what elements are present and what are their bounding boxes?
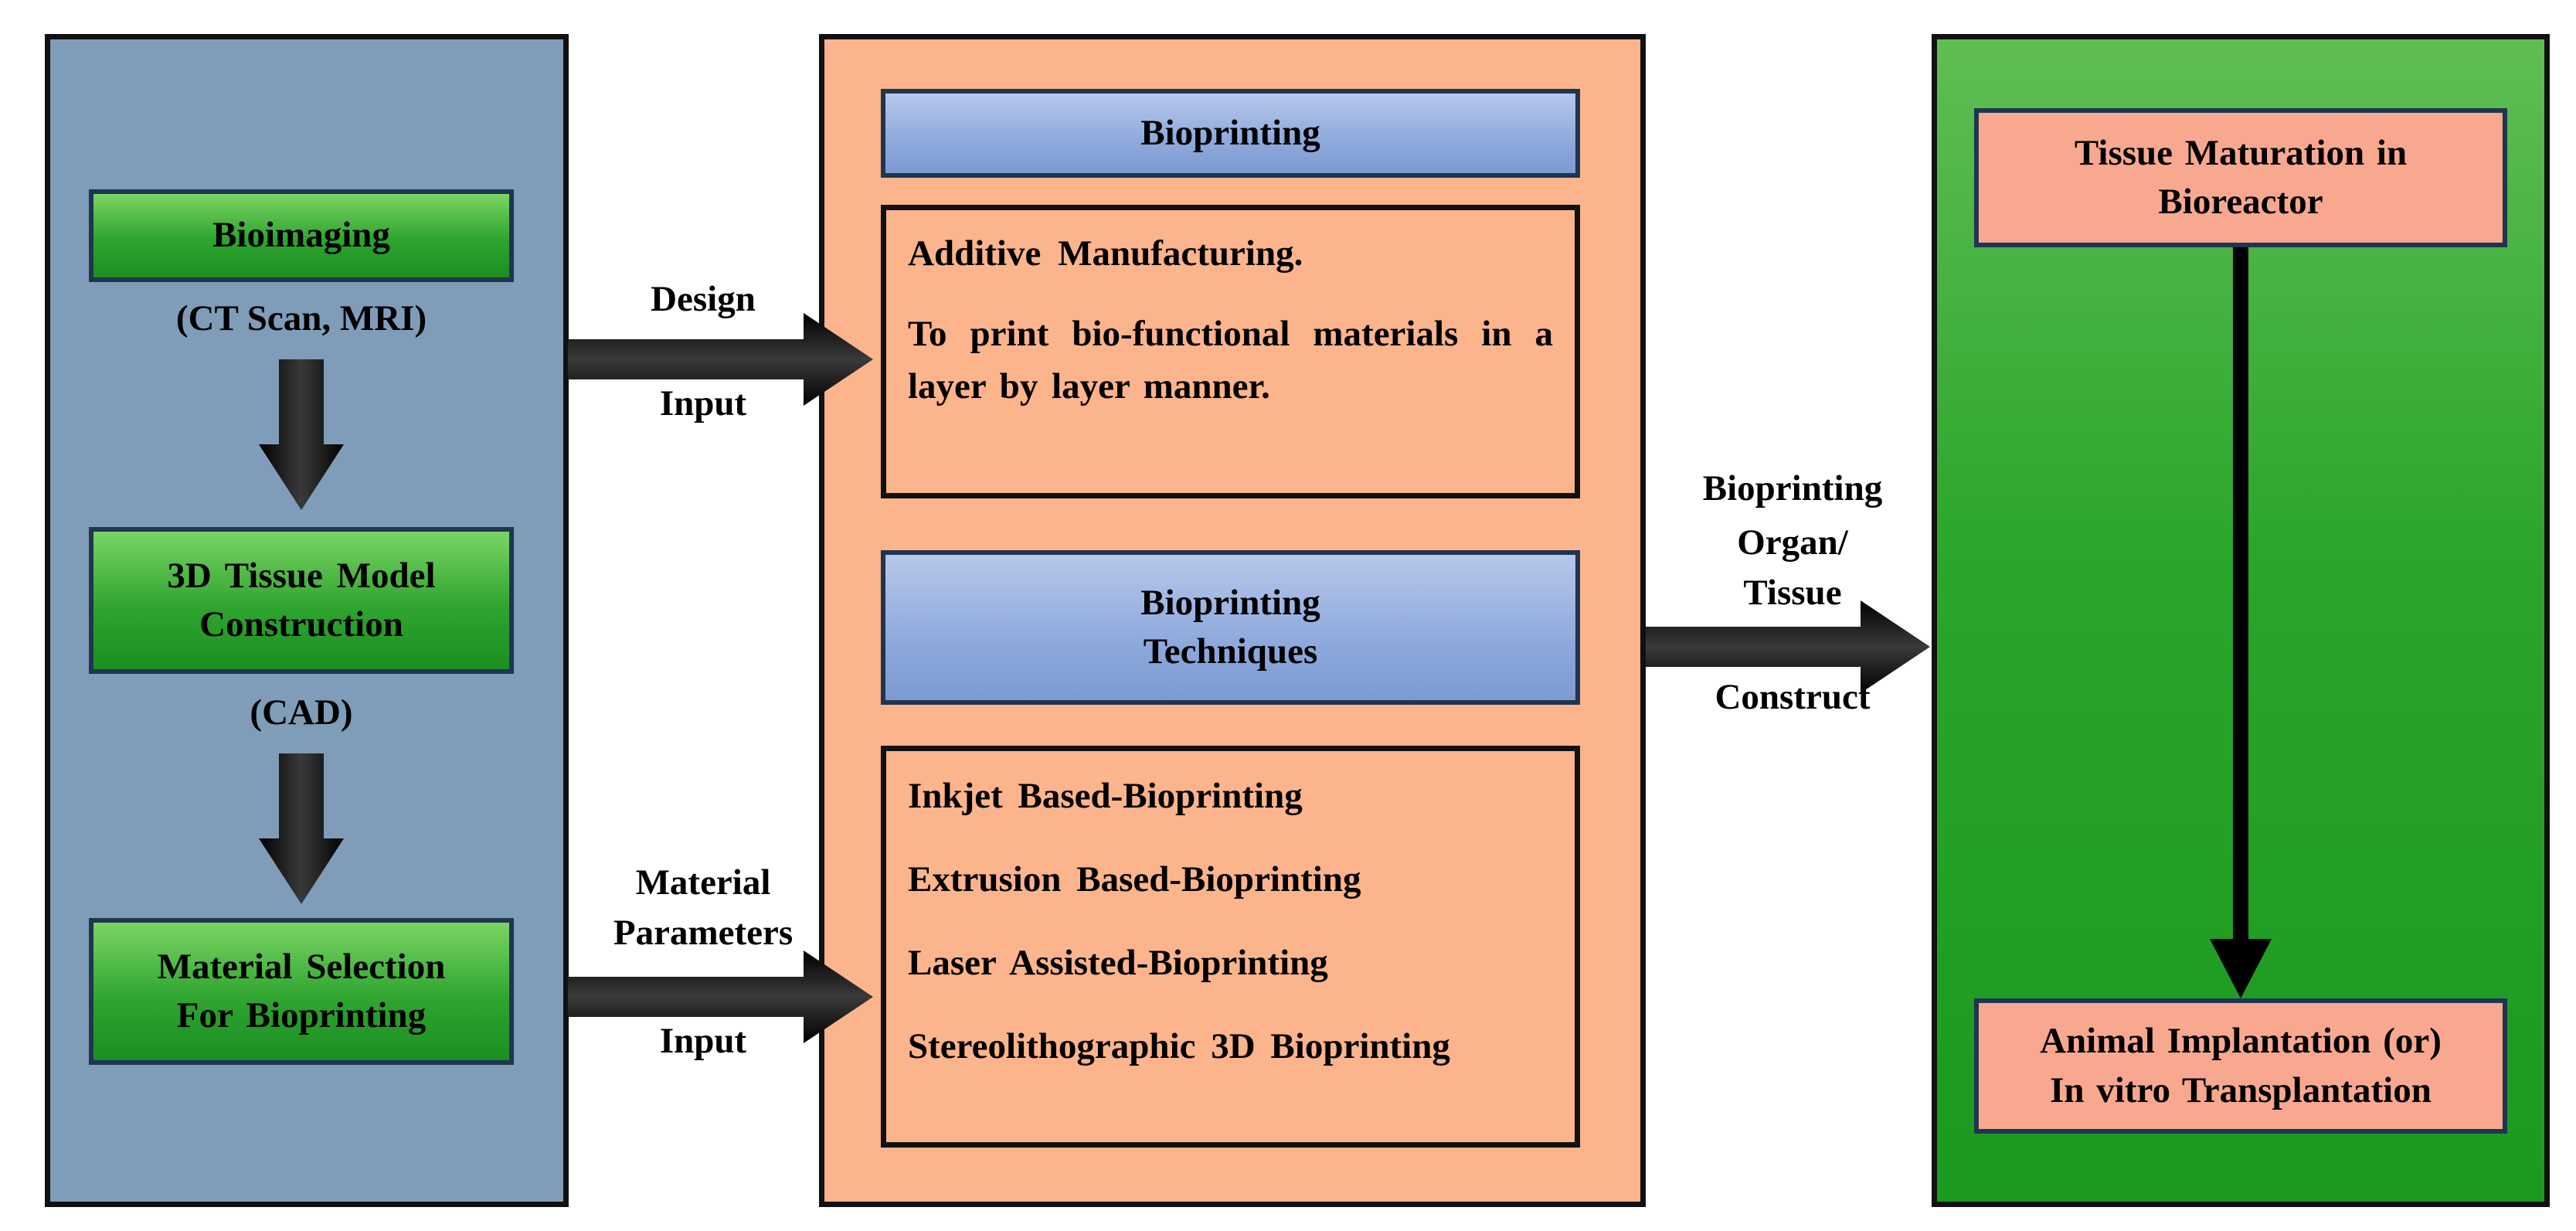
bioimaging-box: Bioimaging [89, 189, 514, 282]
tissue-model-line2: Construction [199, 604, 403, 644]
tissue-model-subtitle: (CAD) [250, 692, 353, 733]
construct-arrow [1646, 600, 1930, 693]
material-input-arrow [568, 950, 873, 1043]
material-input-label: Input [659, 1021, 747, 1061]
bioimaging-subtitle: (CT Scan, MRI) [175, 298, 427, 338]
material-selection-box: Material Selection For Bioprinting [89, 918, 514, 1065]
material-selection-line2: For Bioprinting [176, 995, 427, 1035]
construct-label-line1: Bioprinting [1702, 468, 1883, 508]
implantation-box: Animal Implantation (or) In vitro Transp… [1974, 998, 2507, 1134]
additive-manufacturing-box: Additive Manufacturing. To print bio-fun… [881, 205, 1580, 498]
material-selection-line1: Material Selection [157, 946, 446, 987]
material-label: Material [635, 862, 771, 903]
bioimaging-label: Bioimaging [212, 215, 390, 256]
technique-item: Stereolithographic 3D Bioprinting [908, 1026, 1450, 1067]
technique-item: Extrusion Based-Bioprinting [908, 859, 1361, 900]
implantation-line2: In vitro Transplantation [2050, 1069, 2432, 1110]
additive-description: To print bio-functional materials in a l… [908, 314, 1553, 407]
bioprinting-header-label: Bioprinting [1140, 112, 1320, 153]
techniques-header-line2: Techniques [1143, 631, 1318, 672]
construct-label-line2: Organ/ [1737, 522, 1848, 563]
parameters-label: Parameters [613, 913, 794, 953]
design-input-arrow [568, 313, 873, 406]
construct-label-line3: Tissue [1743, 573, 1842, 613]
tissue-model-box: 3D Tissue Model Construction [89, 527, 514, 674]
tissue-maturation-line1: Tissue Maturation in [2074, 132, 2408, 173]
implantation-line1: Animal Implantation (or) [2040, 1021, 2442, 1062]
techniques-header-line1: Bioprinting [1140, 582, 1320, 623]
techniques-list-box: Inkjet Based-Bioprinting Extrusion Based… [881, 746, 1580, 1148]
additive-title: Additive Manufacturing. [908, 233, 1303, 274]
down-arrow-2 [259, 753, 344, 904]
design-label: Design [651, 279, 756, 319]
tissue-model-line1: 3D Tissue Model [167, 555, 436, 596]
design-input-label: Input [659, 383, 747, 423]
tissue-maturation-box: Tissue Maturation in Bioreactor [1974, 108, 2507, 247]
tissue-maturation-line2: Bioreactor [2158, 182, 2323, 222]
technique-item: Inkjet Based-Bioprinting [908, 776, 1303, 816]
down-arrow-1 [259, 359, 344, 510]
construct-label-bottom: Construct [1715, 677, 1871, 717]
techniques-header: Bioprinting Techniques [881, 550, 1580, 705]
technique-item: Laser Assisted-Bioprinting [908, 943, 1328, 984]
bioprinting-header: Bioprinting [881, 89, 1580, 178]
maturation-to-implant-arrow [2210, 247, 2272, 998]
